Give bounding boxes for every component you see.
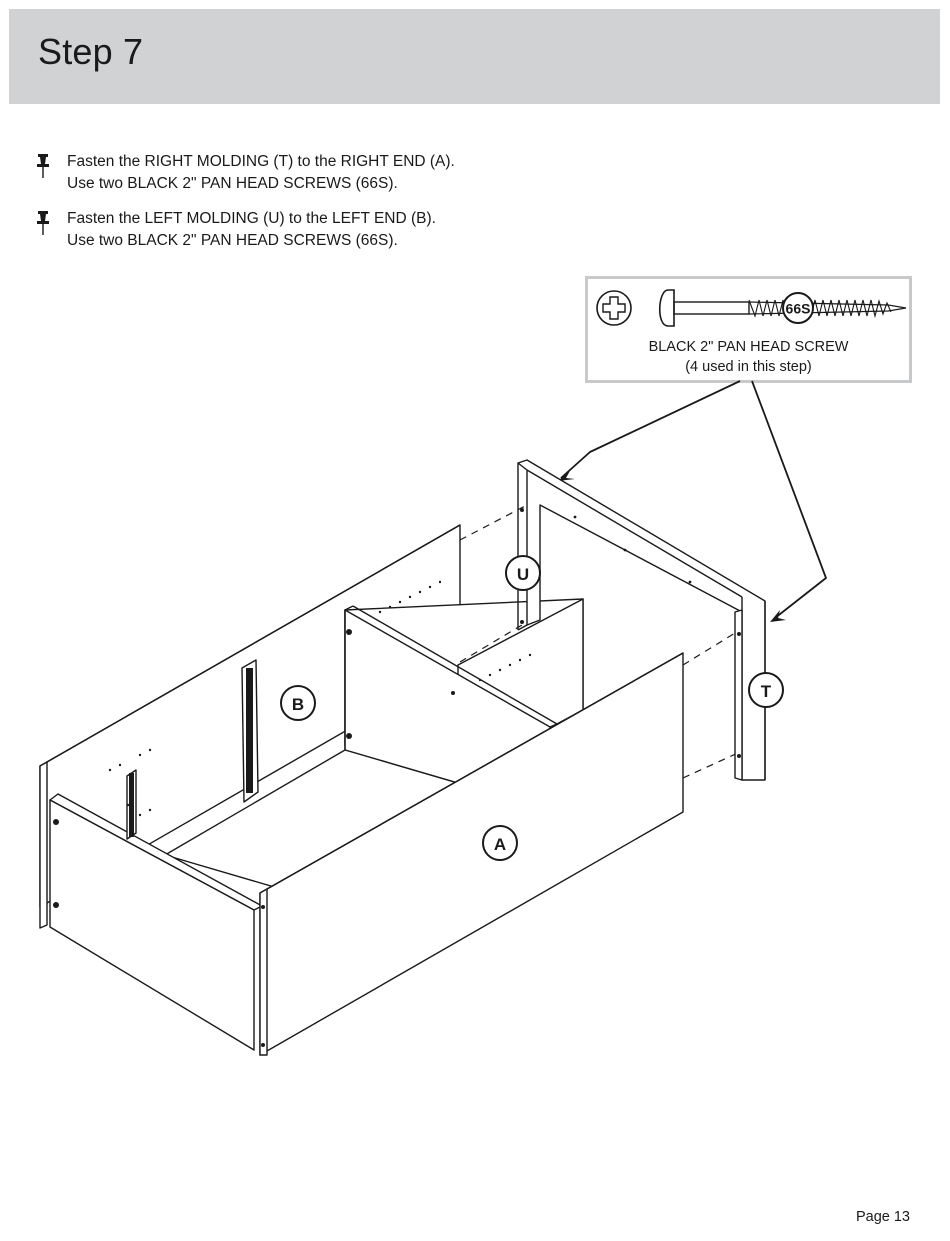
part-label-a-text: A [494, 835, 506, 854]
instruction-item: Fasten the LEFT MOLDING (U) to the LEFT … [36, 208, 636, 254]
part-label-t-text: T [761, 682, 772, 701]
part-label-b-text: B [292, 695, 304, 714]
pushpin-icon [37, 154, 49, 178]
instruction-text-line: Use two BLACK 2" PAN HEAD SCREWS (66S). [67, 232, 398, 249]
part-label-u-text: U [517, 565, 529, 584]
instruction-text-line: Fasten the LEFT MOLDING (U) to the LEFT … [67, 210, 436, 227]
screw-icon: 66S [596, 289, 907, 327]
hardware-callout: 66S BLACK 2" PAN HEAD SCREW (4 used in t… [585, 276, 912, 383]
instruction-text-line: Fasten the RIGHT MOLDING (T) to the RIGH… [67, 153, 455, 170]
part-label-a: A [482, 825, 518, 861]
hardware-count: (4 used in this step) [685, 359, 812, 375]
instruction-item: Fasten the RIGHT MOLDING (T) to the RIGH… [36, 151, 636, 197]
part-label-b: B [280, 685, 316, 721]
step-title: Step 7 [38, 31, 144, 72]
step-header: Step 7 [9, 9, 940, 104]
pushpin-icon [37, 211, 49, 235]
instruction-text-line: Use two BLACK 2" PAN HEAD SCREWS (66S). [67, 175, 398, 192]
hardware-code-label: 66S [786, 301, 811, 317]
part-label-t: T [748, 672, 784, 708]
page-number: Page 13 [855, 1209, 910, 1225]
part-label-u: U [505, 555, 541, 591]
hardware-name: BLACK 2" PAN HEAD SCREW [648, 339, 849, 355]
